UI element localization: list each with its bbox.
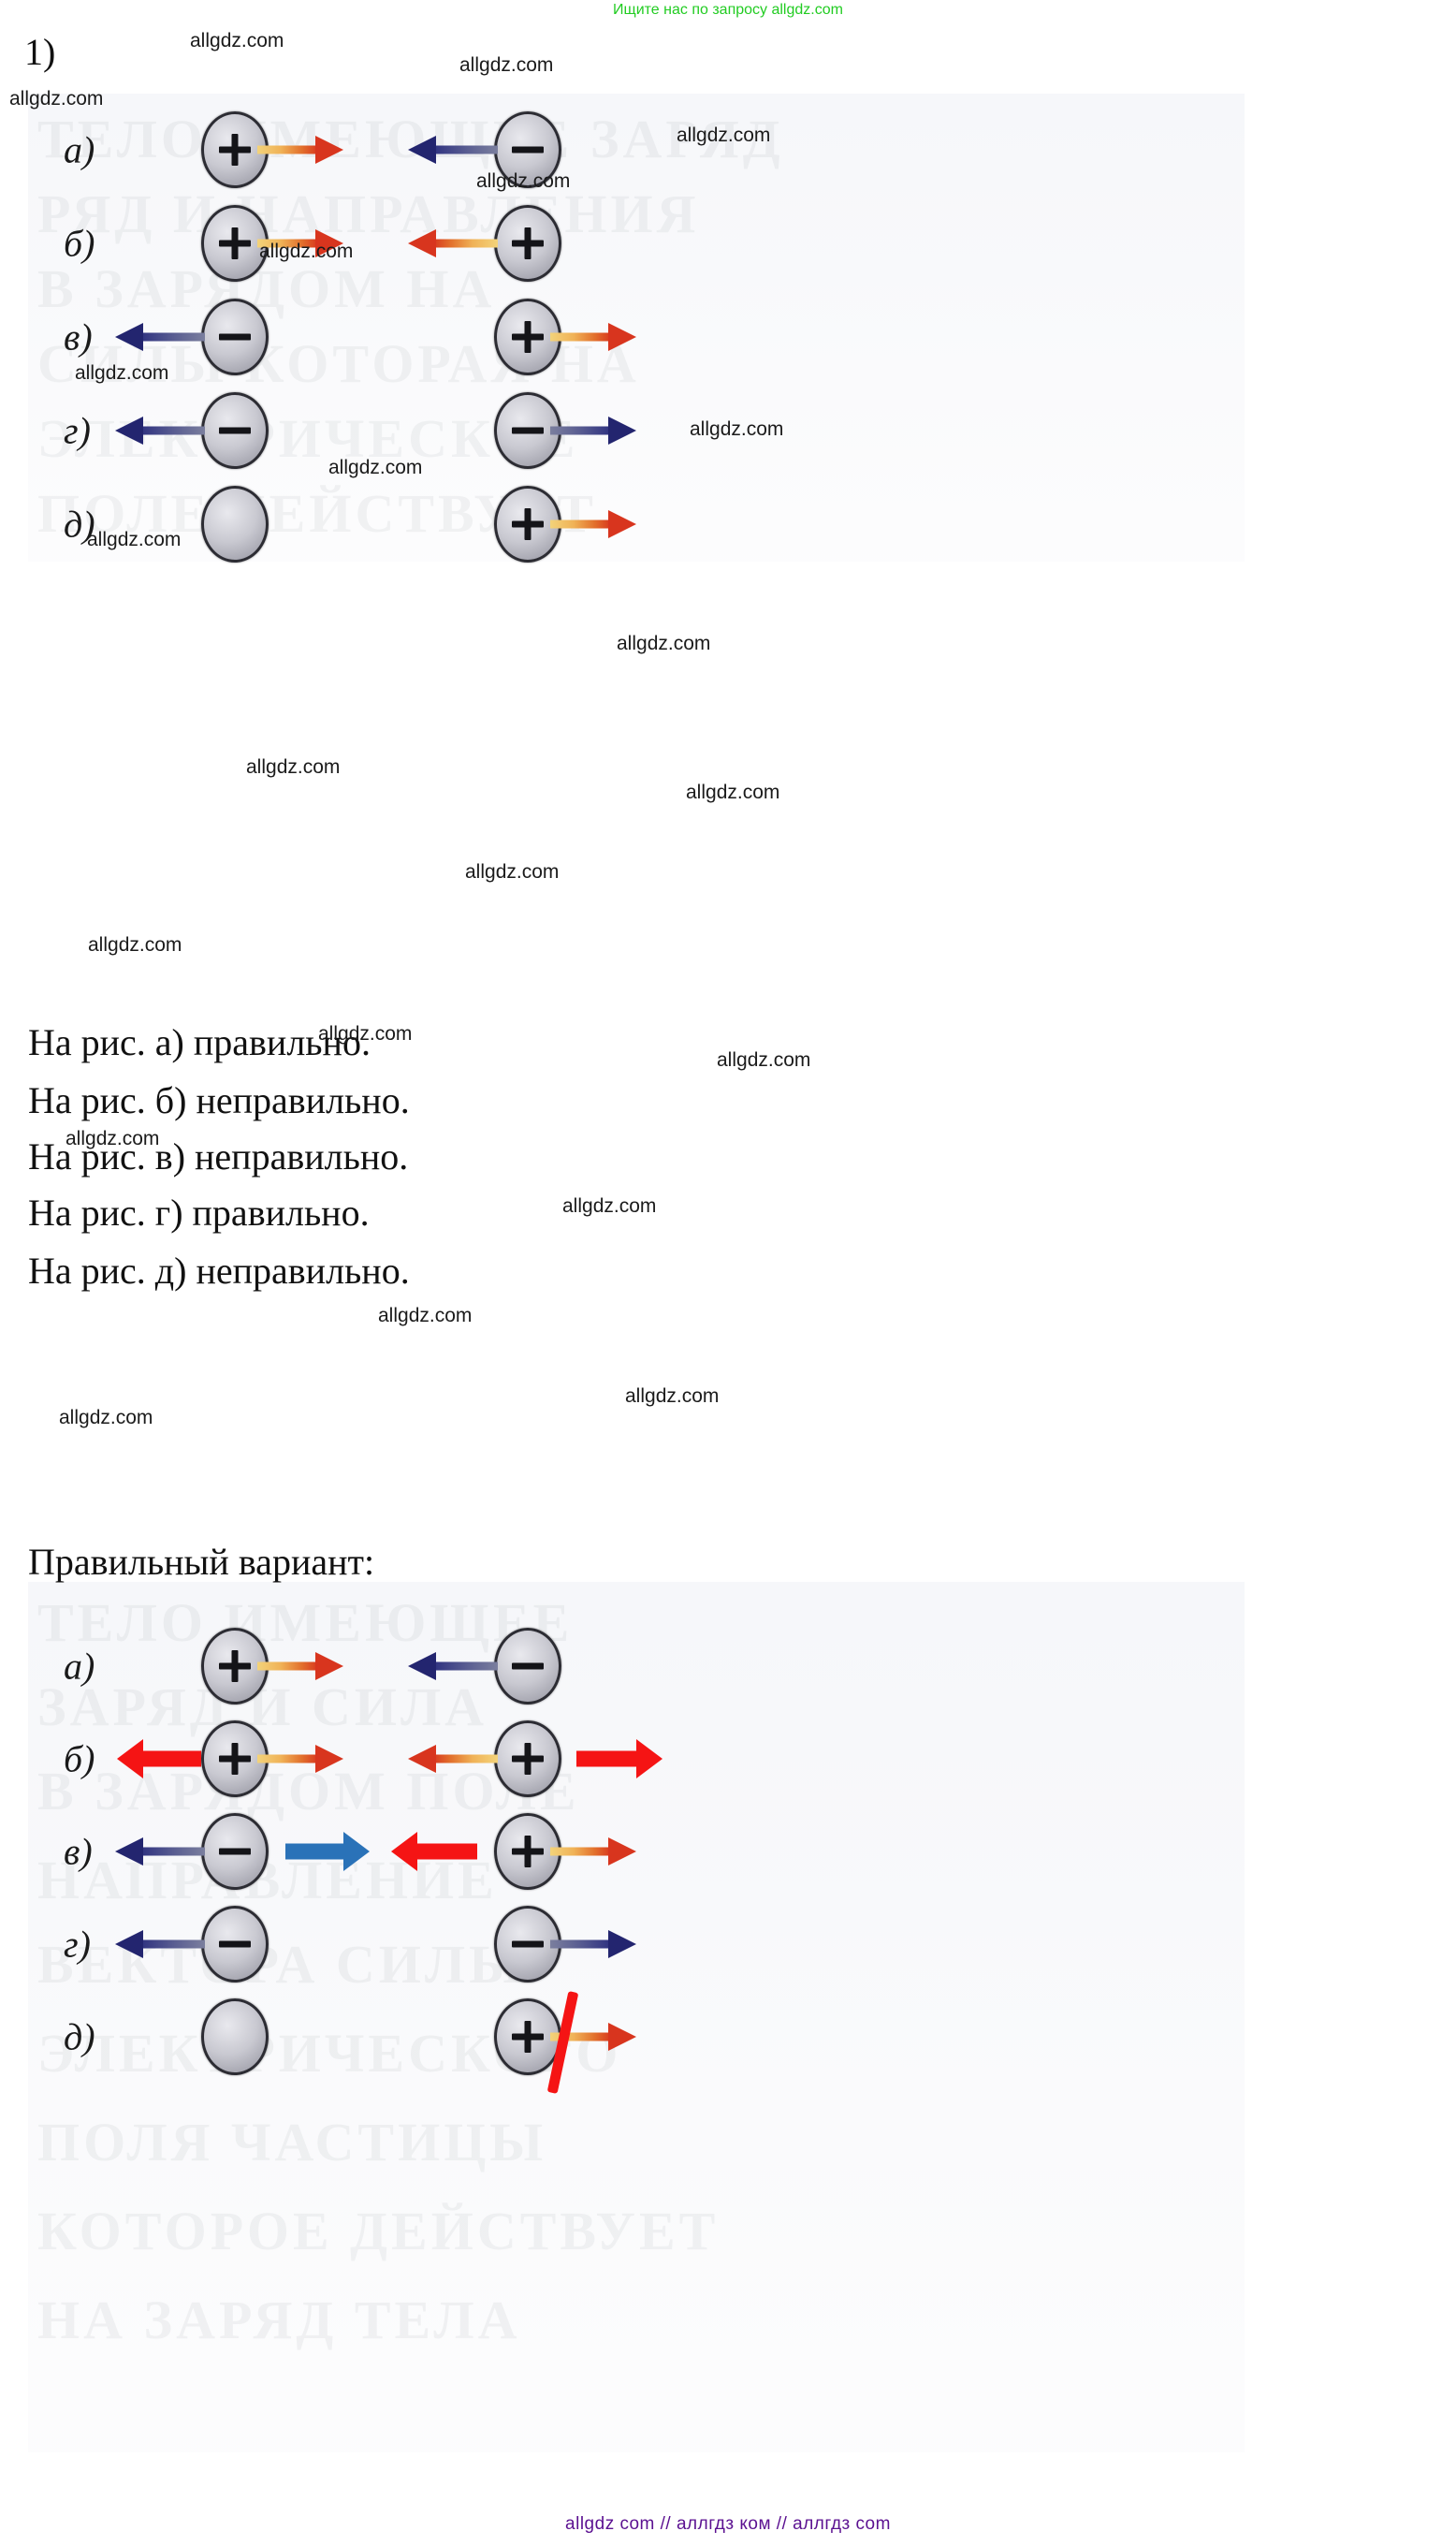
force-vector-arrow-left-icon <box>115 1930 205 1958</box>
charged-sphere-positive-icon <box>494 205 561 282</box>
verdict-line: На рис. б) неправильно. <box>28 1079 410 1121</box>
diagram-row: д) <box>0 473 1179 576</box>
diagram-row: б) <box>0 192 1179 295</box>
diagram-row-label: а) <box>64 1645 95 1688</box>
watermark-label: allgdz.com <box>625 1385 720 1407</box>
force-vector-arrow-left-icon <box>115 323 205 351</box>
neutral-sphere-icon <box>201 1998 269 2075</box>
answer-heading: Правильный вариант: <box>28 1541 375 1583</box>
diagram-row: д) <box>0 1985 1179 2094</box>
watermark-label: allgdz.com <box>459 54 554 76</box>
verdict-line: На рис. в) неправильно. <box>28 1135 409 1178</box>
force-vector-arrow-right-icon <box>550 323 636 351</box>
diagram-row: г) <box>0 1893 1179 1996</box>
force-vector-arrow-left-icon <box>408 136 498 164</box>
figure-original-diagram: а) б) в) г) д) <box>0 89 1254 576</box>
watermark-label: allgdz.com <box>686 782 780 803</box>
force-vector-arrow-left-icon <box>115 417 205 445</box>
watermark-label: allgdz.com <box>378 1305 473 1326</box>
watermark-label: allgdz.com <box>690 418 784 440</box>
watermark-label: allgdz.com <box>190 30 284 51</box>
force-vector-arrow-right-icon <box>257 1745 343 1773</box>
diagram-row-label: д) <box>64 2015 95 2058</box>
promo-header: Ищите нас по запросу allgdz.com <box>613 2 843 18</box>
diagram-row: а) <box>0 98 1179 201</box>
watermark-label: allgdz.com <box>465 861 560 883</box>
verdict-line: На рис. д) неправильно. <box>28 1250 410 1292</box>
watermark-label: allgdz.com <box>617 633 711 654</box>
diagram-row: в) <box>0 1800 1179 1903</box>
diagram-row: г) <box>0 379 1179 482</box>
charged-sphere-negative-icon <box>201 299 269 375</box>
force-vector-arrow-right-icon <box>550 510 636 538</box>
footer-brand: allgdz com // аллгдз ком // аллгдз com <box>565 2514 891 2534</box>
watermark-label: allgdz.com <box>562 1195 657 1217</box>
watermark-label: allgdz.com <box>328 457 423 478</box>
correction-arrow-red-right-icon <box>576 1739 662 1778</box>
charged-sphere-negative-icon <box>201 392 269 469</box>
diagram-row-label: г) <box>64 1923 91 1966</box>
watermark-label: allgdz.com <box>75 362 169 384</box>
correction-arrow-red-left-icon <box>117 1739 201 1778</box>
force-vector-arrow-left-icon <box>408 1745 498 1773</box>
verdict-line: На рис. а) правильно. <box>28 1021 371 1063</box>
watermark-label: allgdz.com <box>476 170 571 192</box>
watermark-label: allgdz.com <box>246 756 341 778</box>
diagram-row-label: а) <box>64 128 95 171</box>
diagram-row: в) <box>0 285 1179 388</box>
watermark-label: allgdz.com <box>9 88 104 110</box>
watermark-label: allgdz.com <box>88 934 182 956</box>
force-vector-arrow-right-icon <box>550 1837 636 1866</box>
force-vector-arrow-right-icon <box>550 417 636 445</box>
charged-sphere-negative-icon <box>201 1906 269 1983</box>
force-vector-arrow-right-icon <box>257 1652 343 1680</box>
watermark-label: allgdz.com <box>677 124 771 146</box>
neutral-sphere-icon <box>201 486 269 563</box>
watermark-label: allgdz.com <box>717 1049 811 1071</box>
diagram-row: б) <box>0 1707 1179 1810</box>
diagram-row-label: б) <box>64 1737 95 1780</box>
diagram-row-label: в) <box>64 315 93 358</box>
watermark-label: allgdz.com <box>318 1023 413 1045</box>
page-title: 1) <box>24 31 56 73</box>
diagram-row: а) <box>0 1615 1179 1718</box>
charged-sphere-positive-icon <box>494 1720 561 1797</box>
force-vector-arrow-left-icon <box>408 1652 498 1680</box>
correction-arrow-blue-right-icon <box>285 1832 370 1871</box>
figure-corrected-diagram: а) б) в) г) д) <box>0 1605 1301 2429</box>
force-vector-arrow-right-icon <box>257 136 343 164</box>
force-vector-arrow-right-icon <box>550 1930 636 1958</box>
watermark-label: allgdz.com <box>87 529 182 550</box>
force-vector-arrow-left-icon <box>115 1837 205 1866</box>
watermark-label: allgdz.com <box>59 1407 153 1428</box>
diagram-row-label: в) <box>64 1830 93 1873</box>
charged-sphere-negative-icon <box>494 1628 561 1705</box>
diagram-row-label: г) <box>64 409 91 452</box>
watermark-label: allgdz.com <box>259 241 354 262</box>
force-vector-arrow-left-icon <box>408 229 498 257</box>
diagram-row-label: б) <box>64 222 95 265</box>
charged-sphere-negative-icon <box>201 1813 269 1890</box>
watermark-label: allgdz.com <box>66 1128 160 1149</box>
correction-arrow-red-left-icon <box>391 1832 477 1871</box>
verdict-line: На рис. г) правильно. <box>28 1192 370 1234</box>
